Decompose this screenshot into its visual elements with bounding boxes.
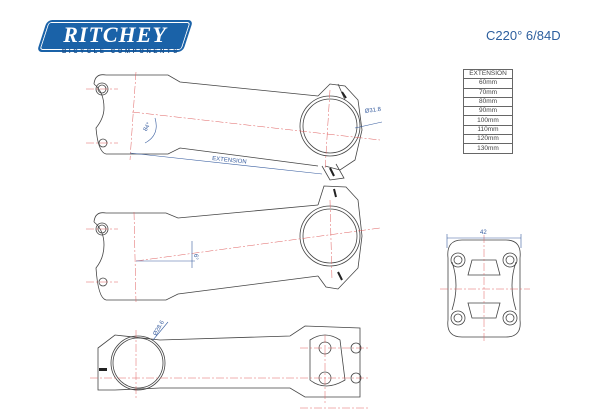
side-view-middle: 6°	[86, 185, 381, 303]
width-label: 42	[480, 230, 487, 236]
angle-label: 84°	[143, 121, 153, 132]
front-view: 42	[440, 230, 530, 342]
steerer-diameter-label: Ø28.6	[153, 319, 167, 337]
table-row: 130mm	[463, 143, 513, 154]
clamp-diameter-label: Ø31.8	[364, 107, 382, 115]
rise-label: 6°	[192, 254, 198, 260]
side-view-top: 84° Ø31.8 EXTENSION	[86, 71, 382, 181]
logo-text: RITCHEY	[63, 22, 167, 47]
top-view: Ø28.6	[90, 319, 368, 409]
extension-label: EXTENSION	[212, 156, 247, 166]
extension-table: EXTENSION 60mm 70mm 80mm 90mm 100mm 110m…	[463, 68, 513, 154]
logo-tagline: BICYCLE COMPONENTS	[62, 49, 180, 55]
model-title: C220° 6/84D	[486, 28, 561, 43]
